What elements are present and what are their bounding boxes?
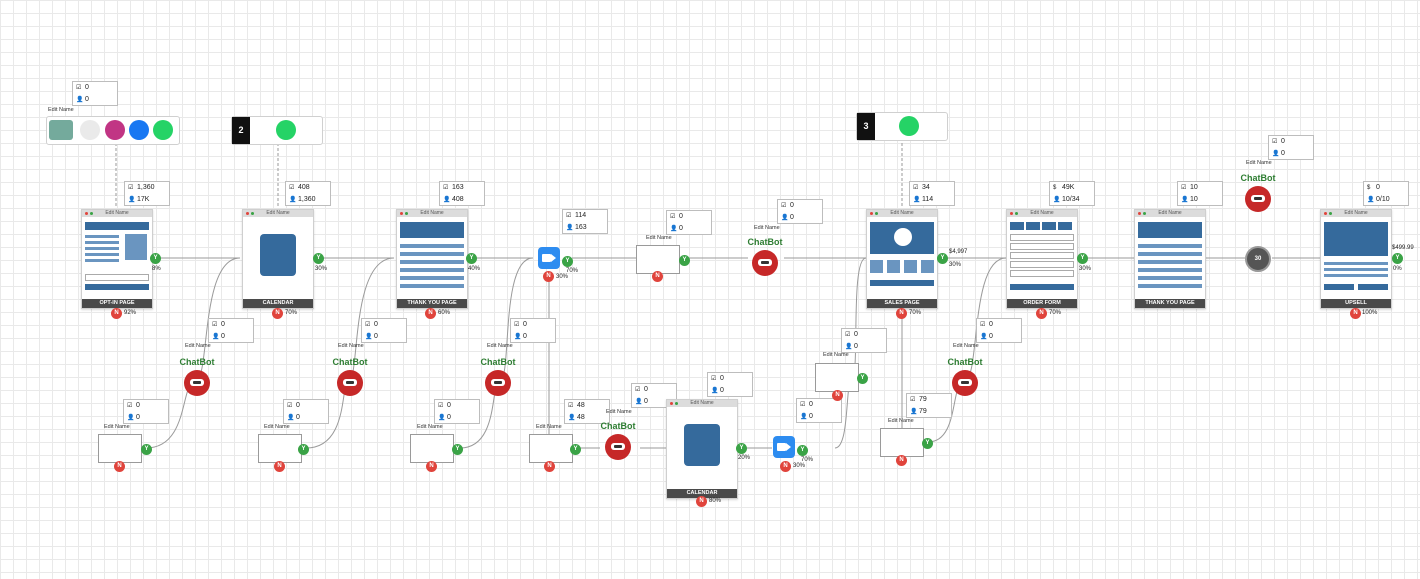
yes-badge[interactable]: Y — [452, 444, 463, 455]
email-icon[interactable] — [98, 434, 142, 463]
no-badge[interactable]: N — [274, 461, 285, 472]
order-form-node[interactable]: Edit Name ORDER FORM — [1006, 209, 1078, 309]
instagram-icon — [105, 120, 125, 140]
source-stat-checked: 0 — [85, 84, 89, 91]
play-icon — [894, 228, 912, 246]
no-badge[interactable]: N — [111, 308, 122, 319]
no-badge[interactable]: N — [696, 496, 707, 507]
chatbot-upsell-stats: ☑0 👤0 — [1268, 135, 1314, 160]
email-icon[interactable] — [410, 434, 454, 463]
chatgpt-icon — [49, 120, 73, 140]
sales-page-node[interactable]: Edit Name SALES PAGE — [866, 209, 938, 309]
robot-icon — [1245, 186, 1271, 212]
edit-name-sources[interactable]: Edit Name — [48, 107, 74, 113]
yes-badge[interactable]: Y — [679, 255, 690, 266]
upsell-stats: $0 👤0/10 — [1363, 181, 1409, 206]
email-icon[interactable] — [880, 428, 924, 457]
optin-page-node[interactable]: Edit Name OPT-IN PAGE — [81, 209, 153, 309]
no-badge[interactable]: N — [832, 390, 843, 401]
email-icon[interactable] — [258, 434, 302, 463]
whatsapp-source-2[interactable]: 3 — [856, 112, 948, 141]
thankyou2-page-node[interactable]: Edit Name THANK YOU PAGE — [1134, 209, 1206, 309]
no-badge[interactable]: N — [114, 461, 125, 472]
calendar2-stats: ☑0 👤0 — [707, 372, 753, 397]
calendar2-page-node[interactable]: Edit Name CALENDAR — [666, 399, 738, 499]
yes-percent: 8% — [152, 266, 161, 272]
email-icon[interactable] — [636, 245, 680, 274]
yes-badge[interactable]: Y — [797, 445, 808, 456]
timer-icon[interactable]: 30 DAYS — [1245, 246, 1271, 284]
no-badge[interactable]: N — [896, 455, 907, 466]
yes-badge[interactable]: Y — [141, 444, 152, 455]
video-stats: ☑114 👤163 — [562, 209, 608, 234]
no-badge[interactable]: N — [896, 308, 907, 319]
no-badge[interactable]: N — [426, 461, 437, 472]
yes-badge[interactable]: Y — [1077, 253, 1088, 264]
no-badge[interactable]: N — [544, 461, 555, 472]
whatsapp-icon — [153, 120, 173, 140]
yes-badge[interactable]: Y — [857, 373, 868, 384]
revenue-amount: $4,997 — [949, 249, 968, 255]
yes-badge[interactable]: Y — [937, 253, 948, 264]
whatsapp-icon — [276, 120, 296, 140]
no-badge[interactable]: N — [780, 461, 791, 472]
sales-stats: ☑34 👤114 — [909, 181, 955, 206]
edit-name-email[interactable]: Edit Name — [646, 235, 672, 241]
upsell-page-node[interactable]: Edit Name UPSELL — [1320, 209, 1392, 309]
chatbot-node[interactable]: ChatBot — [745, 237, 785, 281]
chatbot-stats: ☑0 👤0 — [777, 199, 823, 224]
robot-icon — [752, 250, 778, 276]
thankyou2-stats: ☑10 👤10 — [1177, 181, 1223, 206]
yes-badge[interactable]: Y — [298, 444, 309, 455]
source-stat-visitors: 0 — [85, 96, 89, 103]
optin-stats: ☑1,360 👤17K — [124, 181, 170, 206]
traffic-sources[interactable] — [46, 116, 180, 145]
yes-badge[interactable]: Y — [570, 444, 581, 455]
no-badge[interactable]: N — [1350, 308, 1361, 319]
whatsapp-source-1[interactable]: 2 — [231, 116, 323, 145]
yes-badge[interactable]: Y — [562, 256, 573, 267]
no-badge[interactable]: N — [1036, 308, 1047, 319]
email-icon[interactable] — [529, 434, 573, 463]
yes-badge[interactable]: Y — [1392, 253, 1403, 264]
no-badge[interactable]: N — [543, 271, 554, 282]
email-icon[interactable] — [815, 363, 859, 392]
thankyou-page-node[interactable]: Edit Name THANK YOU PAGE — [396, 209, 468, 309]
yes-badge[interactable]: Y — [466, 253, 477, 264]
no-badge[interactable]: N — [652, 271, 663, 282]
page-title: OPT-IN PAGE — [82, 299, 152, 308]
chatbot-node[interactable]: ChatBot — [945, 357, 985, 401]
calendar-icon — [684, 424, 720, 466]
no-badge[interactable]: N — [272, 308, 283, 319]
calendar-page-node[interactable]: Edit Name CALENDAR — [242, 209, 314, 309]
whatsapp-icon — [899, 116, 919, 136]
source-stats: ☑0 👤0 — [72, 81, 118, 106]
video2-stats: ☑0 👤0 — [796, 398, 842, 423]
yes-badge[interactable]: Y — [313, 253, 324, 264]
whatsapp-source-number: 3 — [857, 113, 875, 140]
yes-badge[interactable]: Y — [150, 253, 161, 264]
calendar-stats: ☑408 👤1,360 — [285, 181, 331, 206]
chatbot-node[interactable]: ChatBot — [478, 357, 518, 401]
chatbot-node[interactable]: ChatBot — [598, 421, 638, 465]
video-call-icon[interactable] — [773, 436, 795, 458]
whatsapp-source-number: 2 — [232, 117, 250, 144]
calendar-icon — [260, 234, 296, 276]
no-badge[interactable]: N — [425, 308, 436, 319]
chatbot-node[interactable]: ChatBot — [330, 357, 370, 401]
yes-badge[interactable]: Y — [922, 438, 933, 449]
facebook-icon — [129, 120, 149, 140]
google-ads-icon — [80, 120, 100, 140]
email-stats: ☑0 👤0 — [666, 210, 712, 235]
thankyou-stats: ☑163 👤408 — [439, 181, 485, 206]
edit-name-label[interactable]: Edit Name — [105, 210, 129, 216]
video-call-icon[interactable] — [538, 247, 560, 269]
chatbot-node[interactable]: ChatBot — [177, 357, 217, 401]
order-stats: $49K 👤10/34 — [1049, 181, 1095, 206]
chatbot-node[interactable]: ChatBot — [1238, 173, 1278, 217]
yes-badge[interactable]: Y — [736, 443, 747, 454]
no-percent: 92% — [124, 310, 137, 316]
